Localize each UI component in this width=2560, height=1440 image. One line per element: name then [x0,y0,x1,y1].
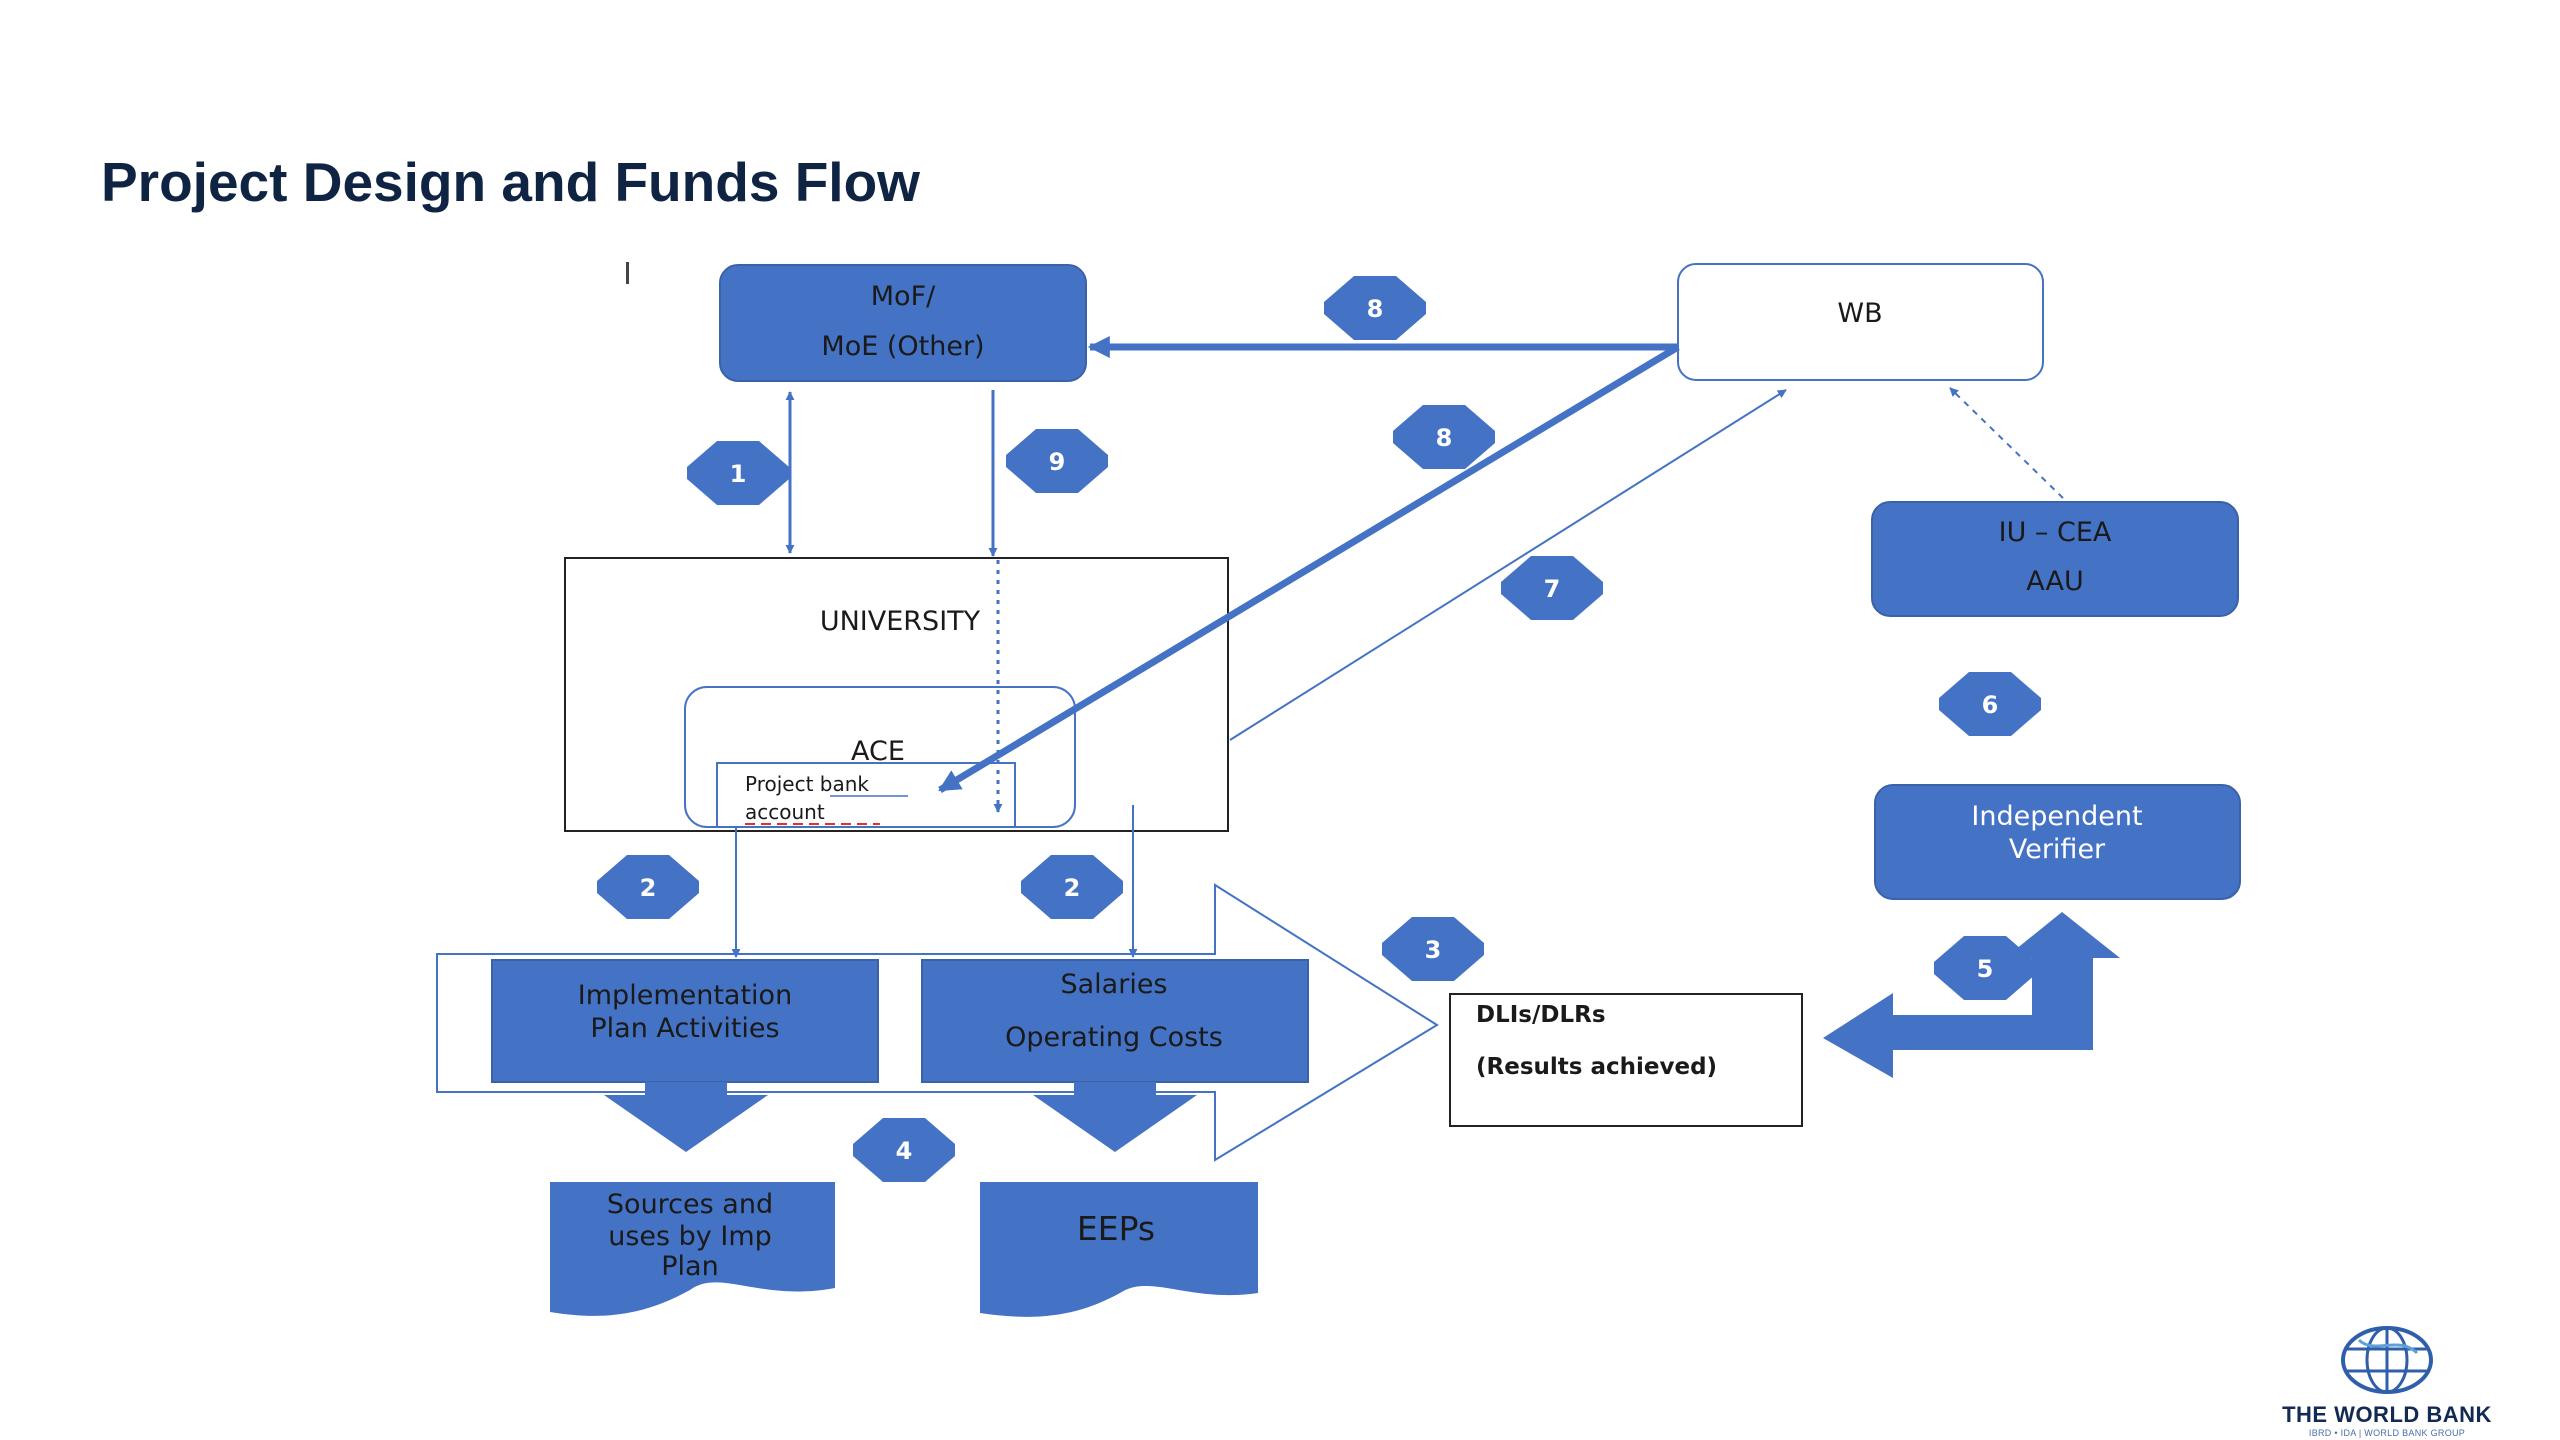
eeps-label: EEPs [1077,1209,1155,1248]
salaries-operating-box [921,959,1309,1083]
step-badge-4: 4 [853,1118,955,1182]
step-badge-8b: 8 [1393,405,1495,469]
salaries-label-line1: Salaries [1060,969,1167,1000]
text-cursor [626,262,629,284]
wb-label: WB [1837,298,1882,329]
eeps-document [980,1182,1258,1317]
impl-label-line1: Implementation [578,980,792,1011]
world-bank-subtitle: IBRD • IDA | WORLD BANK GROUP [2308,1428,2466,1438]
svg-text:3: 3 [1425,936,1442,964]
svg-text:7: 7 [1544,575,1561,603]
sources-label-line3: Plan [661,1251,718,1282]
svg-text:5: 5 [1977,955,1994,983]
mof-label-line2: MoE (Other) [821,331,984,362]
step-badge-3: 3 [1382,917,1484,981]
dli-label-line1: DLIs/DLRs [1476,1002,1606,1028]
svg-text:8: 8 [1367,295,1384,323]
step-badge-7: 7 [1501,556,1603,620]
impl-label-line2: Plan Activities [590,1013,779,1044]
step-badge-8a: 8 [1324,276,1426,340]
sources-label-line2: uses by Imp [608,1221,772,1252]
verifier-dli-bent-arrow [1823,912,2120,1078]
verifier-label-line2: Verifier [2009,834,2106,865]
globe-icon [2341,1326,2433,1394]
ace-label: ACE [851,736,905,767]
step-badge-5: 5 [1934,936,2036,1000]
iu-to-wb-arrow [1949,387,2064,499]
iu-cea-label-line1: IU – CEA [1999,517,2112,548]
svg-text:8: 8 [1436,424,1453,452]
svg-text:2: 2 [1064,874,1081,902]
svg-text:6: 6 [1982,691,1999,719]
step-badge-2a: 2 [597,855,699,919]
mof-box [719,264,1087,382]
salaries-label-line2: Operating Costs [1005,1022,1223,1053]
implementation-plan-box [491,959,879,1083]
sources-uses-document [550,1182,835,1316]
dli-label-line2: (Results achieved) [1476,1054,1717,1080]
university-label: UNIVERSITY [820,606,981,637]
salaries-down-arrow [1033,1082,1197,1152]
independent-verifier-box [1874,784,2241,900]
dli-results-box [1449,993,1803,1127]
step-badge-6: 6 [1939,672,2041,736]
verifier-label-line1: Independent [1971,801,2142,832]
svg-text:1: 1 [730,460,747,488]
mof-label-line1: MoF/ [871,281,936,312]
svg-text:4: 4 [896,1137,913,1165]
bank-label-line1: Project bank [745,772,869,796]
world-bank-wordmark: THE WORLD BANK [2282,1402,2492,1427]
step-badge-9: 9 [1006,429,1108,493]
bank-label-line2: account [745,800,825,824]
world-bank-logo: THE WORLD BANK IBRD • IDA | WORLD BANK G… [2262,1325,2512,1438]
page-title: Project Design and Funds Flow [101,151,920,213]
iu-cea-box [1871,501,2239,617]
impl-down-arrow [604,1082,768,1152]
sources-label-line1: Sources and [607,1189,773,1220]
step-badge-1: 1 [687,441,789,505]
wb-to-bank-arrow [938,343,1680,794]
wb-box [1677,263,2044,381]
university-to-wb-arrow [1229,389,1787,741]
svg-text:9: 9 [1049,448,1066,476]
step-badge-2b: 2 [1021,855,1123,919]
iu-cea-label-line2: AAU [2026,566,2083,597]
svg-text:2: 2 [640,874,657,902]
